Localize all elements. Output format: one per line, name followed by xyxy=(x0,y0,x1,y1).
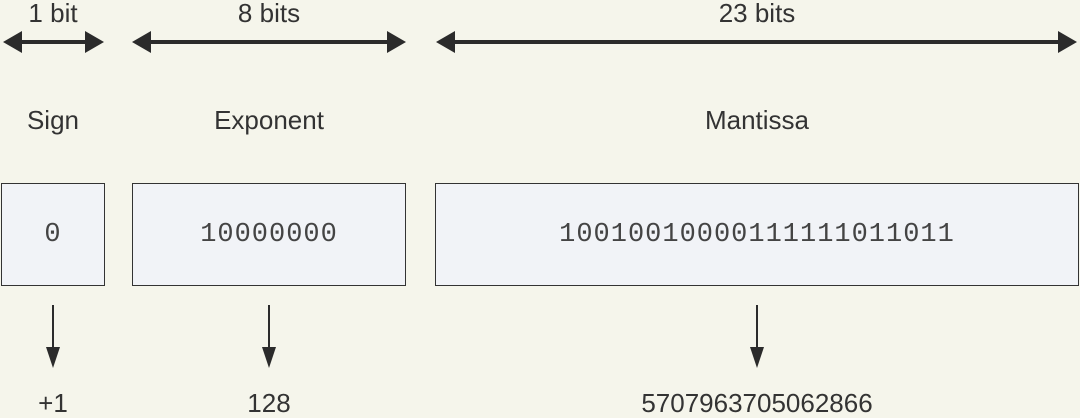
sign-bits-label: 1 bit xyxy=(28,0,78,28)
sign-down-arrow xyxy=(46,305,60,368)
mantissa-value: 5707963705062866 xyxy=(641,388,873,418)
exponent-binary: 10000000 xyxy=(200,219,338,250)
exponent-bits-label: 8 bits xyxy=(237,0,301,28)
sign-field-name: Sign xyxy=(26,105,80,135)
sign-width-arrow xyxy=(3,31,104,53)
sign-box: 0 xyxy=(1,183,105,286)
mantissa-field-name: Mantissa xyxy=(704,105,810,135)
exponent-box: 10000000 xyxy=(132,183,406,286)
exponent-field-name: Exponent xyxy=(214,105,324,135)
exponent-down-arrow xyxy=(262,305,276,368)
mantissa-width-arrow xyxy=(436,31,1077,53)
mantissa-down-arrow xyxy=(750,305,764,368)
sign-binary: 0 xyxy=(44,219,62,250)
sign-value: +1 xyxy=(38,388,68,418)
mantissa-bits-label: 23 bits xyxy=(718,0,796,28)
exponent-width-arrow xyxy=(132,31,406,53)
mantissa-box: 10010010000111111011011 xyxy=(435,183,1079,286)
mantissa-binary: 10010010000111111011011 xyxy=(559,219,955,250)
exponent-value: 128 xyxy=(247,388,291,418)
